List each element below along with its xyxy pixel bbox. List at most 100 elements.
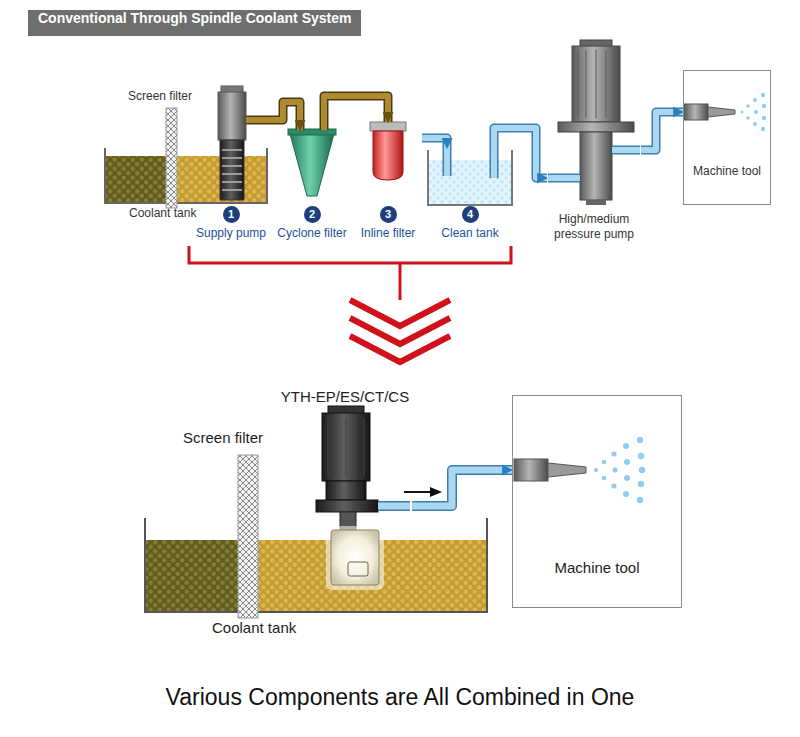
callout-number: 1 xyxy=(223,206,240,223)
nozzle-drawing xyxy=(753,122,757,126)
nozzle-drawing xyxy=(754,110,758,114)
clean-tank-drawing xyxy=(491,148,497,178)
nozzle-drawing xyxy=(514,437,645,503)
all-in-one-pump-drawing xyxy=(378,501,410,511)
flow-arrow xyxy=(404,491,432,493)
supply-pump-drawing xyxy=(222,150,242,190)
screen-filter-drawing xyxy=(238,455,258,618)
pipe-outline xyxy=(324,96,388,130)
nozzle-drawing xyxy=(746,104,750,108)
inline-filter-drawing xyxy=(373,131,403,180)
clean-tank-drawing xyxy=(490,148,499,178)
callout-number: 2 xyxy=(304,206,321,223)
nozzle-drawing xyxy=(638,481,644,487)
pressure-pump-drawing xyxy=(548,174,580,183)
nozzle-drawing xyxy=(623,443,629,449)
node-label: Supply pump xyxy=(196,226,266,240)
merge-bracket xyxy=(350,318,450,344)
node-label: Inline filter xyxy=(361,226,416,240)
pressure-pump-drawing xyxy=(612,147,640,153)
pipe xyxy=(422,138,447,148)
node-label: YTH-EP/ES/CT/CS xyxy=(281,388,409,406)
nozzle-drawing xyxy=(514,459,548,481)
clean-tank-drawing xyxy=(443,148,452,176)
coolant-tank-drawing xyxy=(145,518,487,612)
clean-tank-drawing xyxy=(428,148,512,205)
pipe-connector xyxy=(494,128,547,178)
node-label: Machine tool xyxy=(554,559,639,577)
pressure-pump-drawing xyxy=(558,122,634,132)
pipe xyxy=(324,96,388,130)
node-label: High/medium pressure pump xyxy=(550,212,638,241)
inline-filter: 3Inline filter xyxy=(354,122,422,242)
nozzle-drawing xyxy=(740,110,743,113)
pipe-connector xyxy=(412,470,512,506)
nozzle-drawing xyxy=(611,483,616,488)
nozzle-drawing xyxy=(762,104,766,108)
coolant-tank: Coolant tank xyxy=(105,148,267,224)
pressure-pump-drawing xyxy=(548,175,580,181)
supply-pump-drawing xyxy=(220,140,244,200)
all-in-one-pump-drawing xyxy=(326,481,366,500)
coolant-tank-drawing xyxy=(145,518,487,612)
pressure-pump-drawing xyxy=(612,146,640,155)
screen-filter-drawing xyxy=(166,108,177,208)
all-in-one-pump-drawing xyxy=(378,503,410,510)
title-banner: Conventional Through Spindle Coolant Sys… xyxy=(28,10,361,36)
pressure-pump-drawing xyxy=(572,46,620,122)
all-in-one-pump-drawing xyxy=(348,562,368,576)
pipe-outline xyxy=(412,470,512,506)
callout-number: 3 xyxy=(380,206,397,223)
all-in-one-pump: YTH-EP/ES/CT/CS xyxy=(278,388,412,588)
pressure-pump-drawing xyxy=(586,200,606,205)
nozzle-drawing xyxy=(611,451,616,456)
pipe xyxy=(641,112,683,150)
node-label: Machine tool xyxy=(693,164,761,178)
supply-pump: 1Supply pump xyxy=(191,85,271,242)
node-label: Cyclone filter xyxy=(277,226,346,240)
clean-tank-drawing xyxy=(428,150,512,205)
nozzle-drawing xyxy=(761,93,765,97)
all-in-one-pump-drawing xyxy=(316,500,378,512)
nozzle-drawing xyxy=(612,467,617,472)
flow-arrow xyxy=(430,487,442,497)
nozzle-drawing xyxy=(624,475,630,481)
machine-tool: Machine tool xyxy=(683,70,771,205)
part-label: Screen filter xyxy=(183,429,263,446)
coolant-tank-drawing xyxy=(146,540,238,611)
nozzle-drawing xyxy=(548,463,586,477)
nozzle-drawing xyxy=(684,93,766,131)
nozzle-drawing xyxy=(740,93,766,131)
nozzle-drawing xyxy=(684,104,708,120)
coolant-tank: Coolant tank xyxy=(145,518,487,640)
pipe-outline xyxy=(494,128,547,178)
merge-bracket xyxy=(189,246,511,263)
nozzle-drawing xyxy=(639,467,645,473)
cyclone-filter-drawing xyxy=(290,134,334,196)
pipe xyxy=(271,102,300,130)
caption: Various Components are All Combined in O… xyxy=(0,684,800,711)
merge-bracket xyxy=(399,263,402,300)
nozzle-drawing xyxy=(637,437,643,443)
merge-bracket xyxy=(350,300,450,326)
nozzle-drawing xyxy=(602,460,607,465)
clean-tank-drawing xyxy=(444,148,450,176)
all-in-one-pump-drawing xyxy=(326,526,384,590)
pipe-connector xyxy=(641,112,683,150)
inline-filter-drawing xyxy=(370,122,406,180)
nozzle-drawing xyxy=(594,468,598,472)
supply-pump-drawing xyxy=(218,86,271,200)
pressure-pump-drawing xyxy=(580,132,612,200)
machine-tool: Machine tool xyxy=(512,395,682,608)
nozzle-drawing xyxy=(753,98,757,102)
nozzle-drawing xyxy=(708,107,735,117)
nozzle-drawing xyxy=(638,453,644,459)
flow-arrow xyxy=(404,487,442,497)
pipe-connector xyxy=(271,102,300,130)
pipe xyxy=(494,128,547,178)
nozzle-drawing xyxy=(762,116,766,120)
cyclone-filter-drawing xyxy=(288,129,336,135)
